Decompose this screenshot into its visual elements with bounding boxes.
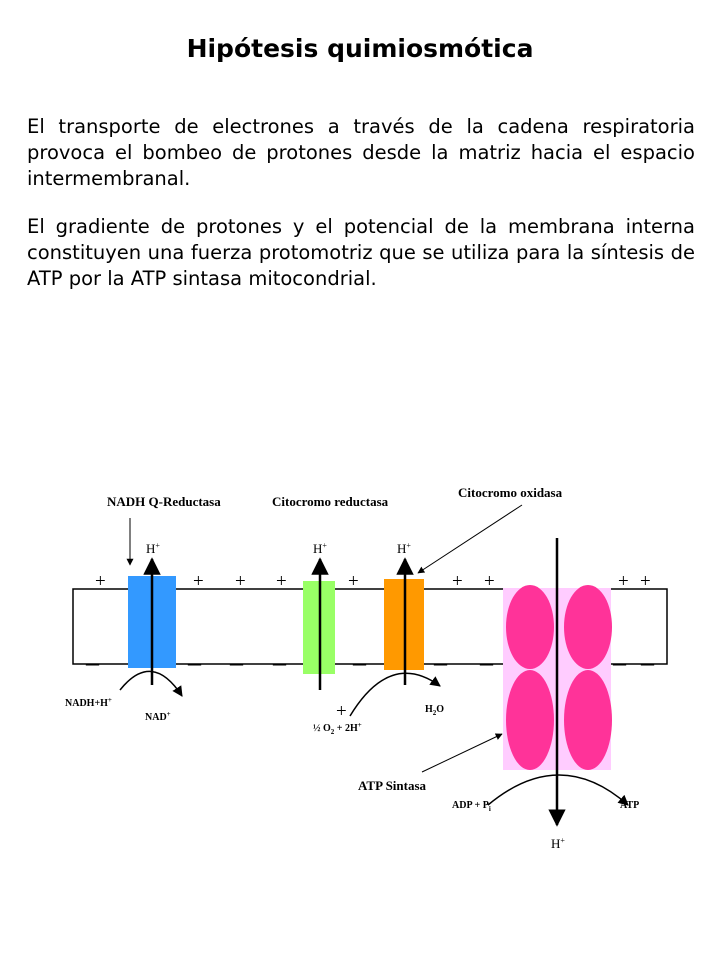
adp-substrate-label: ADP + Pi (452, 800, 491, 813)
water-product-label: H2O (425, 704, 444, 717)
atp-synthase-subunit (564, 670, 612, 770)
positive-charge: + (348, 571, 359, 592)
nadh-substrate-label: NADH+H+ (65, 696, 112, 709)
negative-charge: – (229, 648, 244, 677)
positive-charge: + (640, 571, 651, 592)
positive-charge: + (336, 701, 347, 722)
atp-product-label: ATP (620, 800, 639, 811)
atp-sintasa-label: ATP Sintasa (358, 778, 427, 793)
proton-label: H+ (313, 541, 327, 556)
atp-sintasa-pointer (421, 733, 503, 773)
negative-charges: – – – – – – – – – (85, 648, 655, 677)
negative-charge: – (433, 648, 448, 677)
gradient-paragraph: El gradiente de protones y el potencial … (27, 215, 695, 290)
negative-charge: – (640, 648, 655, 677)
negative-charge: – (272, 648, 287, 677)
oxygen-reaction-curve (349, 672, 441, 717)
citocromo-oxidasa-pointer (417, 504, 523, 574)
nad-product-label: NAD+ (145, 710, 171, 723)
positive-charge: + (484, 571, 495, 592)
atp-synthase-subunit (564, 585, 612, 669)
oxygen-substrate-label: ½ O2 + 2H+ (313, 721, 362, 736)
positive-charges: + + + + + + + + + + (95, 571, 651, 722)
proton-label: H+ (551, 836, 565, 851)
negative-charge: – (612, 648, 627, 677)
intro-paragraph: El transporte de electrones a través de … (27, 115, 695, 190)
proton-label: H+ (146, 541, 160, 556)
page-title: Hipótesis quimiosmótica (186, 34, 534, 63)
atp-synthase-subunit (506, 585, 554, 669)
atp-synthase-subunit (506, 670, 554, 770)
positive-charge: + (235, 571, 246, 592)
negative-charge: – (187, 648, 202, 677)
nadh-q-reductasa-label: NADH Q-Reductasa (107, 494, 221, 509)
citocromo-reductasa-label: Citocromo reductasa (272, 494, 389, 509)
positive-charge: + (618, 571, 629, 592)
positive-charge: + (95, 571, 106, 592)
negative-charge: – (85, 648, 100, 677)
positive-charge: + (452, 571, 463, 592)
positive-charge: + (276, 571, 287, 592)
positive-charge: + (193, 571, 204, 592)
atp-reaction-curve (487, 774, 629, 806)
negative-charge: – (352, 648, 367, 677)
atp-synthase (503, 585, 612, 770)
negative-charge: – (479, 648, 494, 677)
proton-label: H+ (397, 541, 411, 556)
citocromo-oxidasa-label: Citocromo oxidasa (458, 485, 563, 500)
nadh-reaction-curve (119, 670, 183, 697)
